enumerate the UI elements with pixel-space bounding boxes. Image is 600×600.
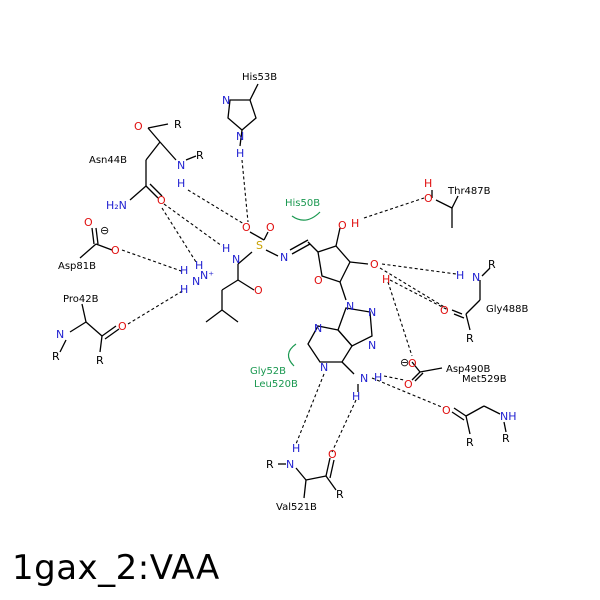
atom-label: N	[177, 159, 185, 172]
atom-label: R	[466, 332, 474, 345]
atom-label: H	[180, 283, 188, 296]
atom-label: N	[314, 322, 322, 335]
his50-contact-arc	[291, 211, 321, 221]
atom-label: O	[328, 448, 337, 461]
atom-label: R	[336, 488, 344, 501]
atom-label: O	[118, 320, 127, 333]
residue-label-asp490: Asp490B	[446, 364, 490, 375]
atom-label: N	[192, 275, 200, 288]
atom-label: O	[84, 216, 93, 229]
atom-label: O	[338, 219, 347, 232]
atom-label: R	[174, 118, 182, 131]
residue-label-asn44: Asn44B	[89, 155, 127, 166]
atom-label: N	[346, 300, 354, 313]
atom-label: H	[195, 259, 203, 272]
atom-label: NH	[500, 410, 517, 423]
atom-label: O	[266, 221, 275, 234]
residue-labels: His53B Asn44B Asp81B Pro42B His50B Thr48…	[58, 72, 529, 513]
residue-label-his50: His50B	[285, 198, 320, 209]
residue-label-gly488: Gly488B	[486, 304, 529, 315]
pyrimidine-ring	[307, 325, 353, 363]
atom-label: R	[488, 258, 496, 271]
atom-label: H₂N	[106, 199, 127, 212]
atom-label: O	[440, 304, 449, 317]
atom-label: H	[456, 269, 464, 282]
residue-label-val521: Val521B	[276, 502, 317, 513]
atom-label: R	[502, 432, 510, 445]
atom-labels: N N H O R N H R H₂N O O ⊖ O N R O R H H …	[52, 94, 517, 501]
atom-label: H	[382, 273, 390, 286]
his53-ring	[227, 99, 257, 131]
atom-label: R	[196, 149, 204, 162]
atom-label: N	[56, 328, 64, 341]
residue-label-gly52: Gly52B	[250, 366, 286, 377]
atom-label: R	[466, 436, 474, 449]
atom-label: H	[292, 442, 300, 455]
atom-label: H	[177, 177, 185, 190]
residue-label-pro42: Pro42B	[63, 294, 99, 305]
atom-label: N	[286, 458, 294, 471]
atom-label: H	[180, 264, 188, 277]
atom-label: O	[254, 284, 263, 297]
atom-label: O	[134, 120, 143, 133]
atom-label: N	[222, 94, 230, 107]
residue-label-leu520: Leu520B	[254, 379, 298, 390]
atom-label: R	[52, 350, 60, 363]
residue-label-thr487: Thr487B	[447, 186, 491, 197]
bonds	[59, 83, 507, 499]
atom-label: H	[351, 217, 359, 230]
atom-label: R	[266, 458, 274, 471]
atom-label: N⁺	[200, 269, 214, 282]
atom-label: N	[368, 339, 376, 352]
atom-label: N	[472, 271, 480, 284]
ribose-ring	[317, 245, 351, 283]
atom-label: N	[368, 306, 376, 319]
atom-label: O	[242, 221, 251, 234]
atom-label: H	[352, 390, 360, 403]
atom-label: H	[424, 177, 432, 190]
atom-label: N	[236, 130, 244, 143]
atom-label: O	[111, 244, 120, 257]
gly52-leu520-contact-arc	[287, 343, 297, 367]
residue-label-his53: His53B	[242, 72, 277, 83]
residue-label-met529: Met529B	[462, 374, 507, 385]
atom-label: H	[374, 371, 382, 384]
atom-label: H	[222, 242, 230, 255]
atom-label: N	[320, 361, 328, 374]
atom-label: O	[314, 274, 323, 287]
atom-label: O	[424, 192, 433, 205]
atom-label: N	[232, 253, 240, 266]
atom-label: ⊖	[400, 356, 409, 369]
atom-label: S	[256, 239, 263, 252]
atom-label: ⊖	[100, 224, 109, 237]
diagram-title: 1gax_2:VAA	[12, 548, 220, 588]
imidazole-ring	[337, 307, 373, 347]
atom-label: R	[96, 354, 104, 367]
atom-label: O	[408, 357, 417, 370]
atom-label: O	[404, 378, 413, 391]
atom-label: H	[236, 147, 244, 160]
residue-label-asp81: Asp81B	[58, 261, 96, 272]
atom-label: N	[360, 372, 368, 385]
hydrogen-bonds	[121, 159, 457, 453]
atom-label: O	[370, 258, 379, 271]
atom-label: O	[442, 404, 451, 417]
atom-label: N	[280, 251, 288, 264]
atom-label: O	[157, 194, 166, 207]
